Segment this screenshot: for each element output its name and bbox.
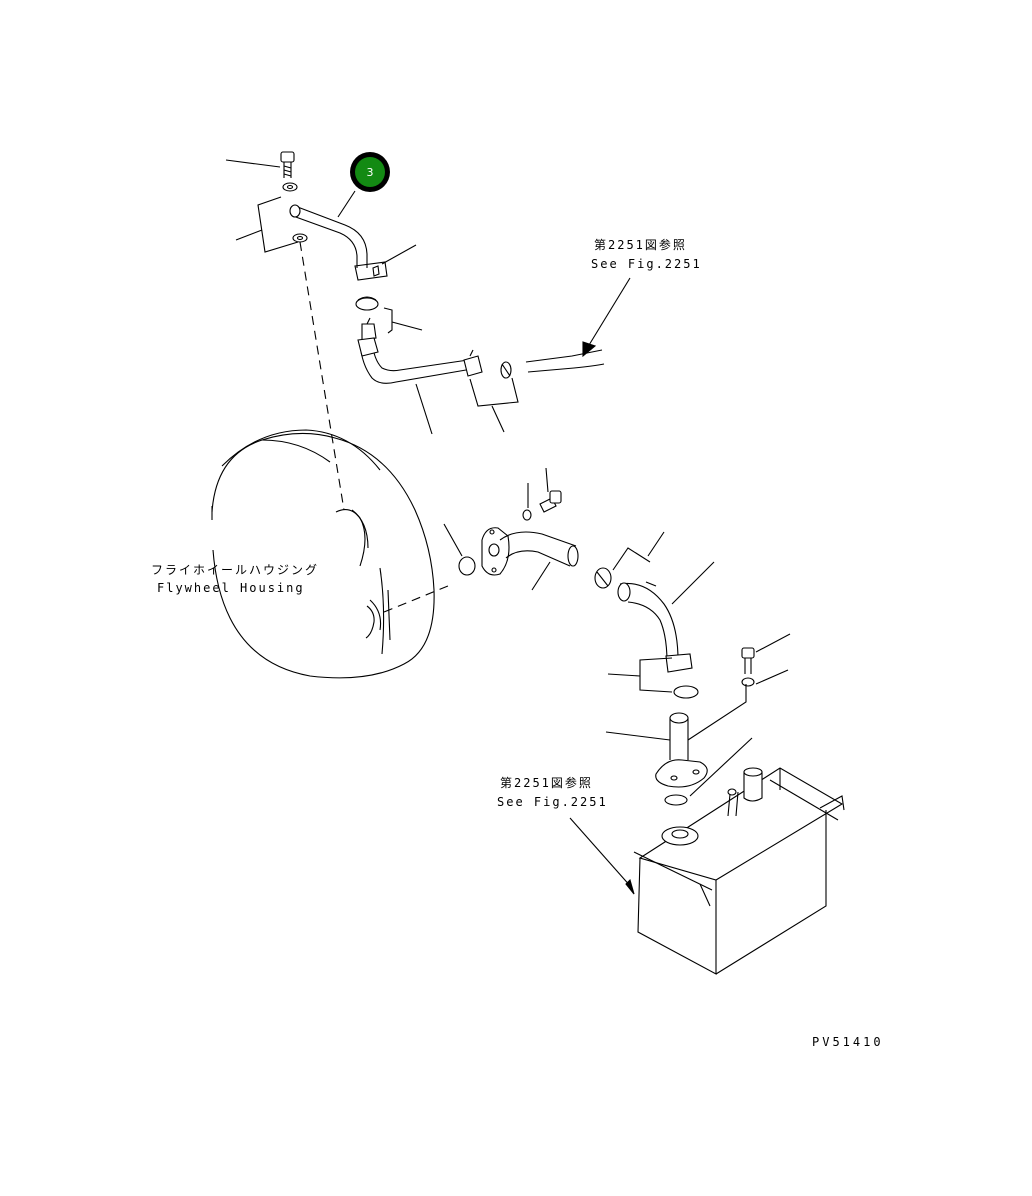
bolt-washer-middle (522, 467, 562, 521)
ref-label-en-bottom[interactable]: See Fig.2251 (497, 795, 608, 809)
bent-breather-tube (289, 190, 417, 281)
top-washers (235, 182, 308, 253)
callout-3-button[interactable]: 3 (350, 152, 390, 192)
lower-clamp (607, 657, 699, 699)
flywheel-label-en: Flywheel Housing (157, 581, 305, 595)
o-ring-bottom (664, 737, 753, 806)
ref-label-ja-bottom: 第2251図参照 (500, 776, 593, 790)
callout-3-badge: 3 (355, 157, 385, 187)
ref-label-en-top[interactable]: See Fig.2251 (591, 257, 702, 271)
pipe-clamp-right (469, 361, 519, 433)
upper-clamps (355, 296, 423, 341)
filler-tube (605, 684, 747, 788)
flywheel-label-ja: フライホイールハウジング (151, 563, 320, 577)
top-bolt (225, 151, 295, 178)
right-clamp (594, 531, 665, 589)
bolt-washer-right (741, 633, 791, 687)
drawing-code: PV51410 (812, 1035, 884, 1049)
hydraulic-tank (569, 767, 845, 975)
ref-label-ja-top: 第2251図参照 (594, 238, 687, 252)
ref-pipe-top (525, 277, 631, 373)
curved-hose (357, 337, 483, 435)
elbow-pipe-flange (481, 527, 579, 591)
o-ring-left (443, 523, 476, 576)
flywheel-housing (211, 241, 449, 679)
callout-number: 3 (366, 165, 374, 179)
elbow-hose-right (617, 561, 715, 673)
